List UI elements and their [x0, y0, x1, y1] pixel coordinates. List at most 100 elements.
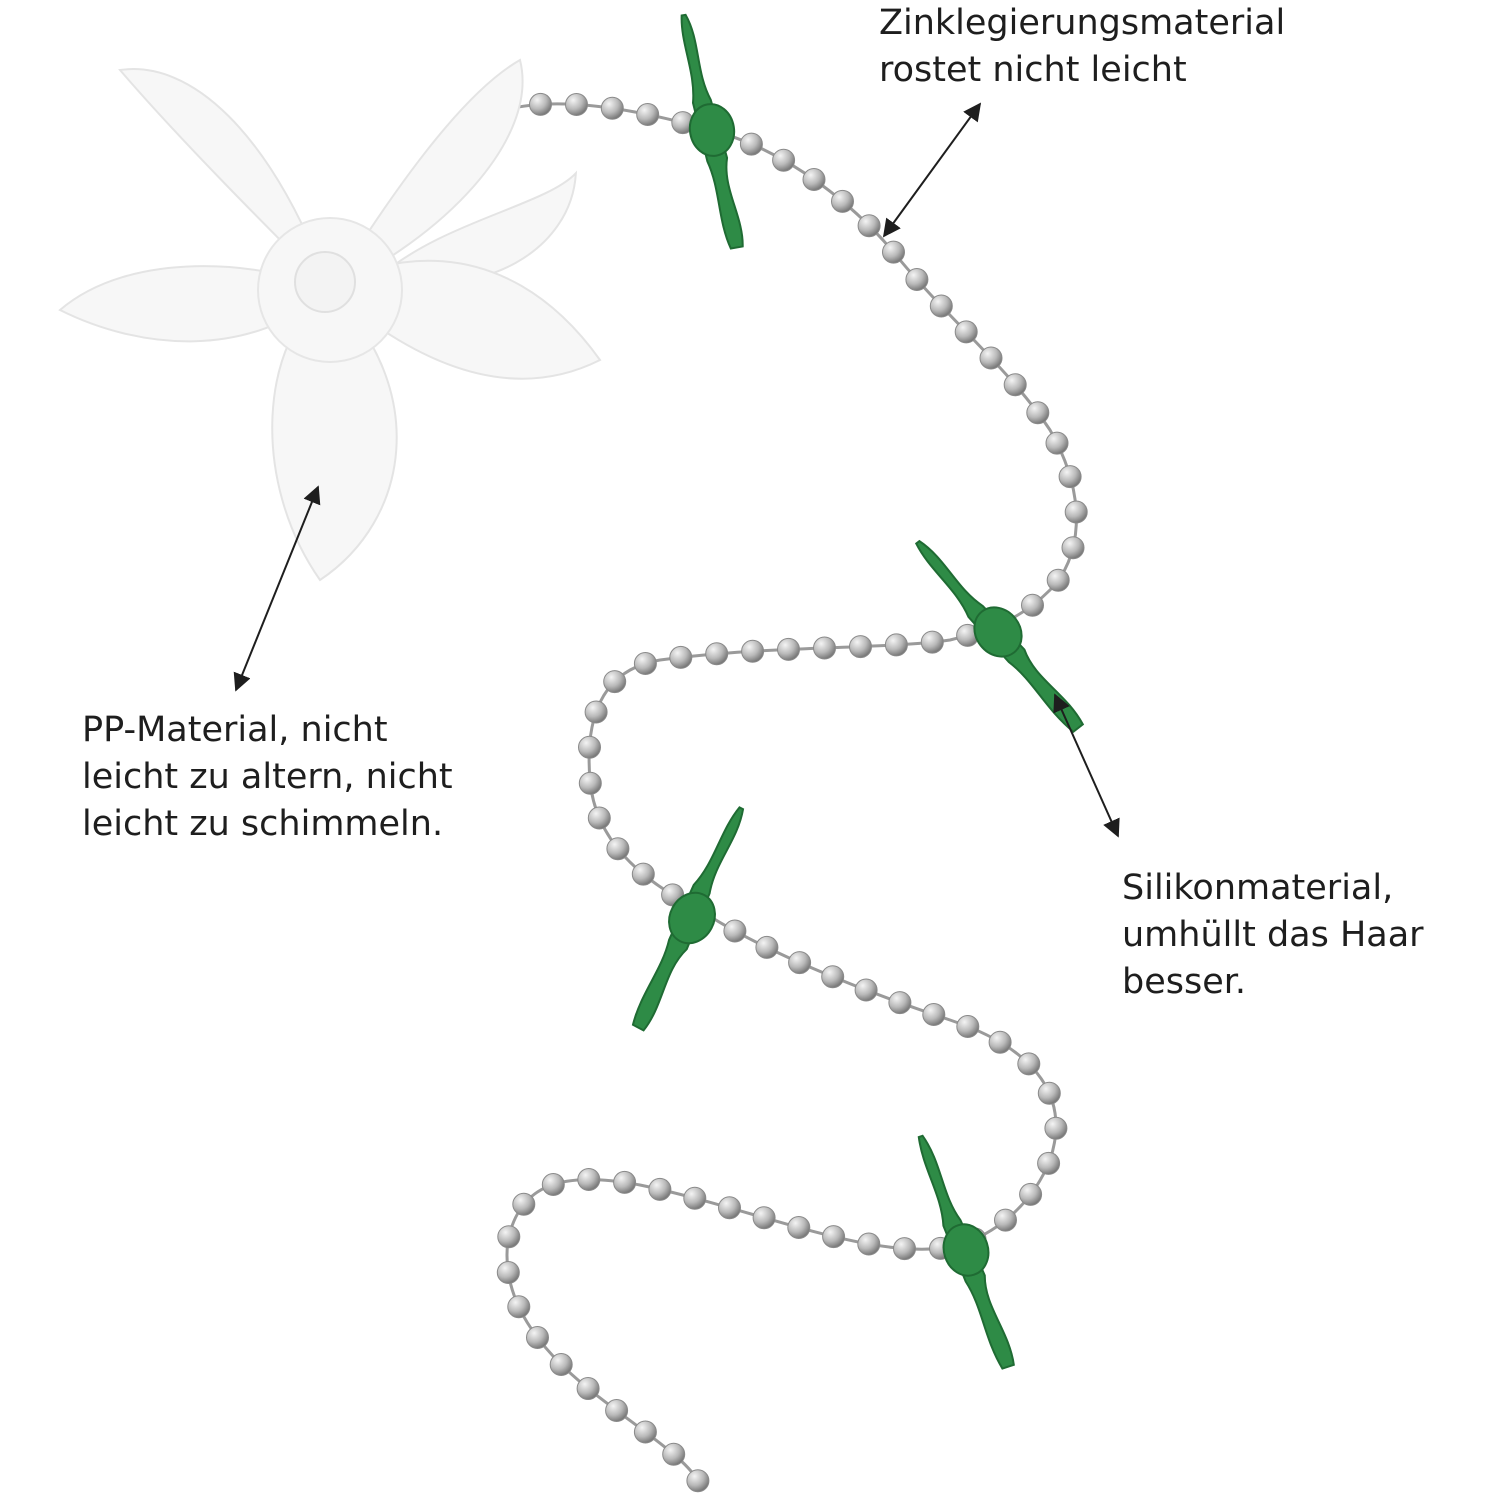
chain-bead: [741, 639, 765, 663]
chain-bead: [857, 214, 881, 238]
chain-bead: [662, 1442, 686, 1466]
chain-bead: [802, 168, 826, 191]
chain-bead: [1021, 593, 1044, 617]
label-line: PP-Material, nicht: [82, 710, 388, 750]
chain-bead: [1019, 1182, 1043, 1206]
chain-bead: [954, 320, 978, 344]
chain-bead: [605, 1399, 629, 1422]
chain-bead: [882, 240, 905, 264]
chain-bead: [788, 951, 812, 975]
silicone-clip: [680, 13, 744, 250]
chain-bead: [512, 1192, 536, 1216]
chain-bead: [920, 630, 944, 654]
chain-bead: [584, 700, 608, 724]
chain-bead: [854, 978, 878, 1002]
chain-bead: [1045, 431, 1069, 455]
label-silicone-material: Silikonmaterial, umhüllt das Haar besser…: [1122, 865, 1424, 1006]
ball-chain: [493, 92, 1088, 1493]
chain-bead: [1064, 500, 1088, 524]
chain-bead: [669, 645, 693, 669]
chain-bead: [723, 919, 747, 943]
chain-bead: [565, 93, 588, 116]
chain-bead: [979, 346, 1003, 370]
arrow-silicone: [1053, 693, 1120, 838]
chain-bead: [600, 96, 624, 120]
chain-bead: [603, 670, 627, 694]
chain-bead: [578, 771, 602, 795]
chain-bead: [994, 1208, 1017, 1232]
chain-bead: [893, 1237, 916, 1261]
chain-bead: [529, 92, 552, 116]
chain-bead: [507, 1295, 531, 1319]
label-line: leicht zu altern, nicht: [82, 757, 453, 797]
chain-bead: [683, 1186, 707, 1210]
chain-bead: [755, 935, 779, 959]
chain-bead: [849, 635, 872, 659]
flower-petal: [118, 68, 331, 291]
chain-bead: [636, 103, 660, 126]
silicone-clip: [631, 806, 745, 1032]
chain-bead: [633, 1420, 657, 1444]
silicone-clip: [914, 539, 1085, 734]
label-pp-material: PP-Material, nicht leicht zu altern, nic…: [82, 707, 453, 848]
chain-bead: [821, 965, 845, 989]
chain-bead: [1058, 465, 1082, 489]
label-line: leicht zu schimmeln.: [82, 804, 444, 844]
chain-bead: [496, 1261, 520, 1284]
chain-bead: [613, 1170, 637, 1194]
chain-bead: [813, 636, 836, 660]
chain-bead: [686, 1469, 710, 1493]
chain-bead: [718, 1196, 741, 1220]
flower-petal: [327, 58, 524, 293]
chain-bead: [787, 1216, 811, 1239]
arrow-zinc: [882, 102, 982, 238]
chain-bead: [633, 652, 657, 675]
chain-bead: [631, 862, 655, 886]
chain-bead: [587, 806, 611, 830]
label-line: besser.: [1122, 962, 1247, 1002]
silicone-clips: [631, 13, 1085, 1370]
chain-bead: [772, 148, 796, 172]
label-line: rostet nicht leicht: [879, 50, 1187, 90]
chain-bead: [739, 132, 763, 156]
chain-bead: [1061, 536, 1085, 560]
chain-bead: [648, 1177, 672, 1201]
chain-bead: [777, 637, 800, 661]
chain-bead: [578, 735, 601, 759]
chain-bead: [956, 1015, 980, 1038]
chain-bead: [1017, 1052, 1041, 1076]
chain-bead: [576, 1377, 600, 1400]
chain-bead: [1044, 1116, 1068, 1140]
flower-center-knob: [294, 251, 356, 313]
chain-bead: [857, 1232, 881, 1256]
chain-bead: [497, 1225, 521, 1249]
chain-bead: [929, 294, 953, 318]
callout-arrows: [233, 102, 1120, 838]
chain-bead: [577, 1168, 601, 1191]
chain-bead: [1037, 1151, 1061, 1175]
label-line: Silikonmaterial,: [1122, 868, 1394, 908]
chain-bead: [606, 837, 630, 861]
chain-bead: [1003, 373, 1027, 397]
chain-bead: [1037, 1081, 1061, 1105]
silicone-clip: [917, 1134, 1015, 1370]
chain-bead: [905, 268, 929, 291]
chain-bead: [541, 1173, 565, 1196]
chain-bead: [526, 1326, 549, 1349]
chain-bead: [1026, 401, 1050, 425]
chain-bead: [922, 1003, 946, 1026]
label-line: Zinklegierungsmaterial: [879, 3, 1286, 43]
chain-bead: [549, 1353, 573, 1376]
arrow-pp: [233, 485, 321, 692]
chain-bead: [822, 1225, 846, 1249]
chain-bead: [705, 642, 729, 666]
chain-bead: [884, 633, 908, 657]
chain-bead: [888, 991, 912, 1015]
chain-bead: [831, 189, 854, 213]
chain-bead: [1046, 568, 1070, 592]
chain-bead: [988, 1030, 1012, 1054]
flower-stopper: [58, 58, 602, 582]
label-line: umhüllt das Haar: [1122, 915, 1424, 955]
